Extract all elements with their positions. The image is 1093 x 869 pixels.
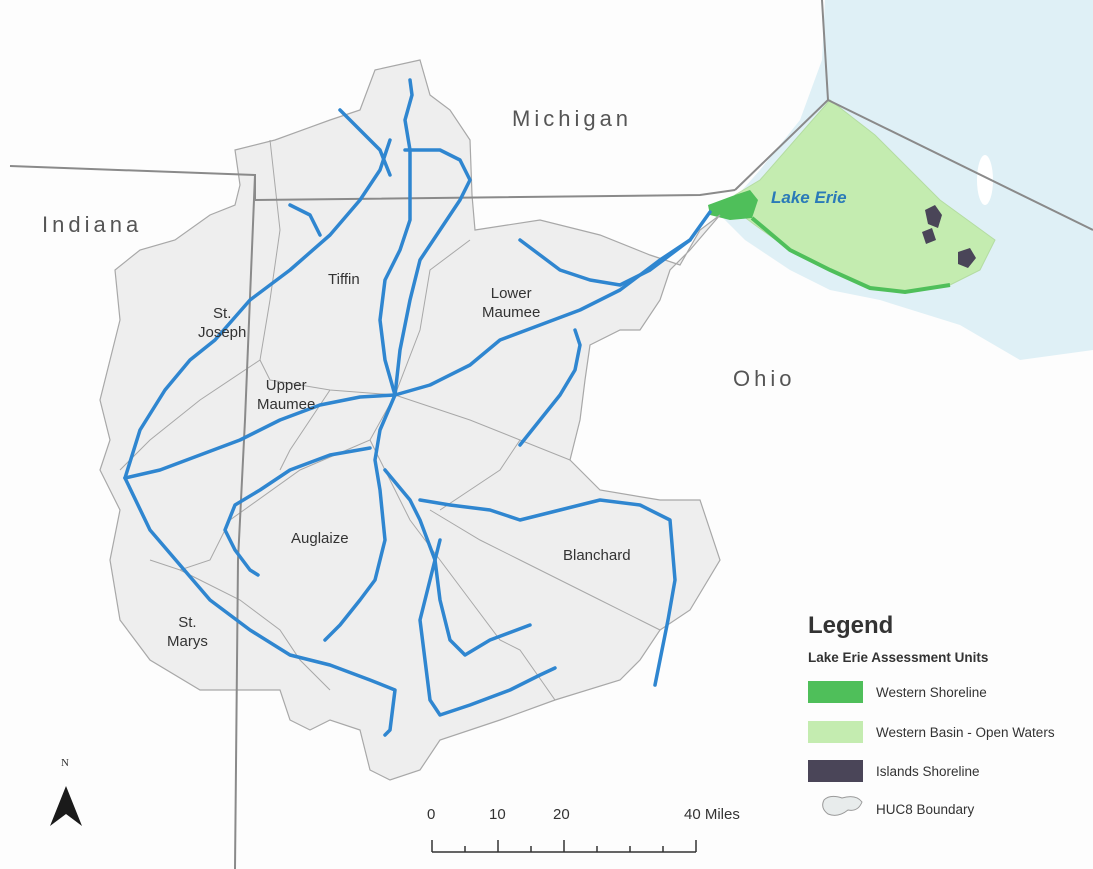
river-auglaize [323, 393, 397, 642]
legend-label: Islands Shoreline [876, 763, 980, 779]
legend-label: HUC8 Boundary [876, 801, 975, 817]
lake-label: Lake Erie [771, 188, 847, 207]
legend-swatch-huc8-spacer [808, 798, 863, 820]
legend-label: Western Basin - Open Waters [876, 724, 1055, 740]
north-arrow-icon [50, 786, 82, 826]
river-tiffin [378, 78, 414, 397]
state-label-indiana: Indiana [42, 212, 143, 237]
legend-subtitle: Lake Erie Assessment Units [808, 650, 989, 665]
legend-item-western-basin: Western Basin - Open Waters [808, 720, 1055, 744]
western-shoreline [708, 190, 758, 220]
legend-item-western-shoreline: Western Shoreline [808, 680, 987, 704]
rivers [123, 78, 712, 737]
state-label-michigan: Michigan [512, 106, 633, 131]
basin-label-upper-maumee: Upper Maumee [257, 377, 316, 413]
legend: Legend Lake Erie Assessment Units Wester… [808, 612, 1093, 817]
river-west-branch [338, 108, 392, 177]
basin-label-tiffin: Tiffin [328, 271, 360, 288]
legend-item-huc8-boundary: HUC8 Boundary [808, 797, 974, 821]
river-blanchard [418, 498, 677, 687]
basin-label-st-marys: St. Marys [167, 614, 208, 650]
legend-label: Western Shoreline [876, 684, 987, 700]
state-label-ohio: Ohio [733, 366, 796, 391]
legend-title: Legend [808, 612, 894, 639]
river-auglaize-west [223, 446, 372, 577]
legend-swatch-western-shoreline [808, 681, 863, 703]
basin-label-lower-maumee: Lower Maumee [482, 285, 541, 321]
subbasin-boundaries [119, 139, 661, 701]
river-st-joseph [123, 138, 392, 480]
river-auglaize-south [418, 538, 557, 717]
river-lower-maumee-south [518, 328, 582, 447]
watershed-boundary [99, 59, 721, 781]
western-shoreline-south [750, 216, 951, 295]
scale-bar [431, 840, 697, 853]
legend-swatch-islands-shoreline [808, 760, 863, 782]
scale-tick-20: 20 [553, 806, 570, 823]
river-nw-creek [288, 203, 322, 237]
north-label: N [61, 757, 69, 769]
huc8-boundary-icon [822, 795, 863, 816]
island-shoreline-1 [925, 205, 942, 228]
scale-tick-10: 10 [489, 806, 506, 823]
island-shoreline-3 [958, 248, 976, 268]
lake-water-island [977, 155, 993, 205]
island-shoreline-2 [922, 228, 936, 244]
river-lower-maumee-trib [518, 238, 692, 287]
river-tiffin-branch [393, 148, 472, 397]
basin-label-st-joseph: St. Joseph [198, 305, 247, 341]
basin-label-blanchard: Blanchard [563, 547, 631, 564]
legend-item-islands-shoreline: Islands Shoreline [808, 759, 980, 783]
scale-tick-0: 0 [427, 806, 436, 823]
state-borders [9, 0, 1093, 869]
basin-label-auglaize: Auglaize [291, 530, 349, 547]
river-ottawa [383, 468, 532, 657]
legend-swatch-western-basin [808, 721, 863, 743]
scale-tick-40-miles: 40 Miles [684, 806, 740, 823]
river-st-marys [123, 476, 397, 737]
